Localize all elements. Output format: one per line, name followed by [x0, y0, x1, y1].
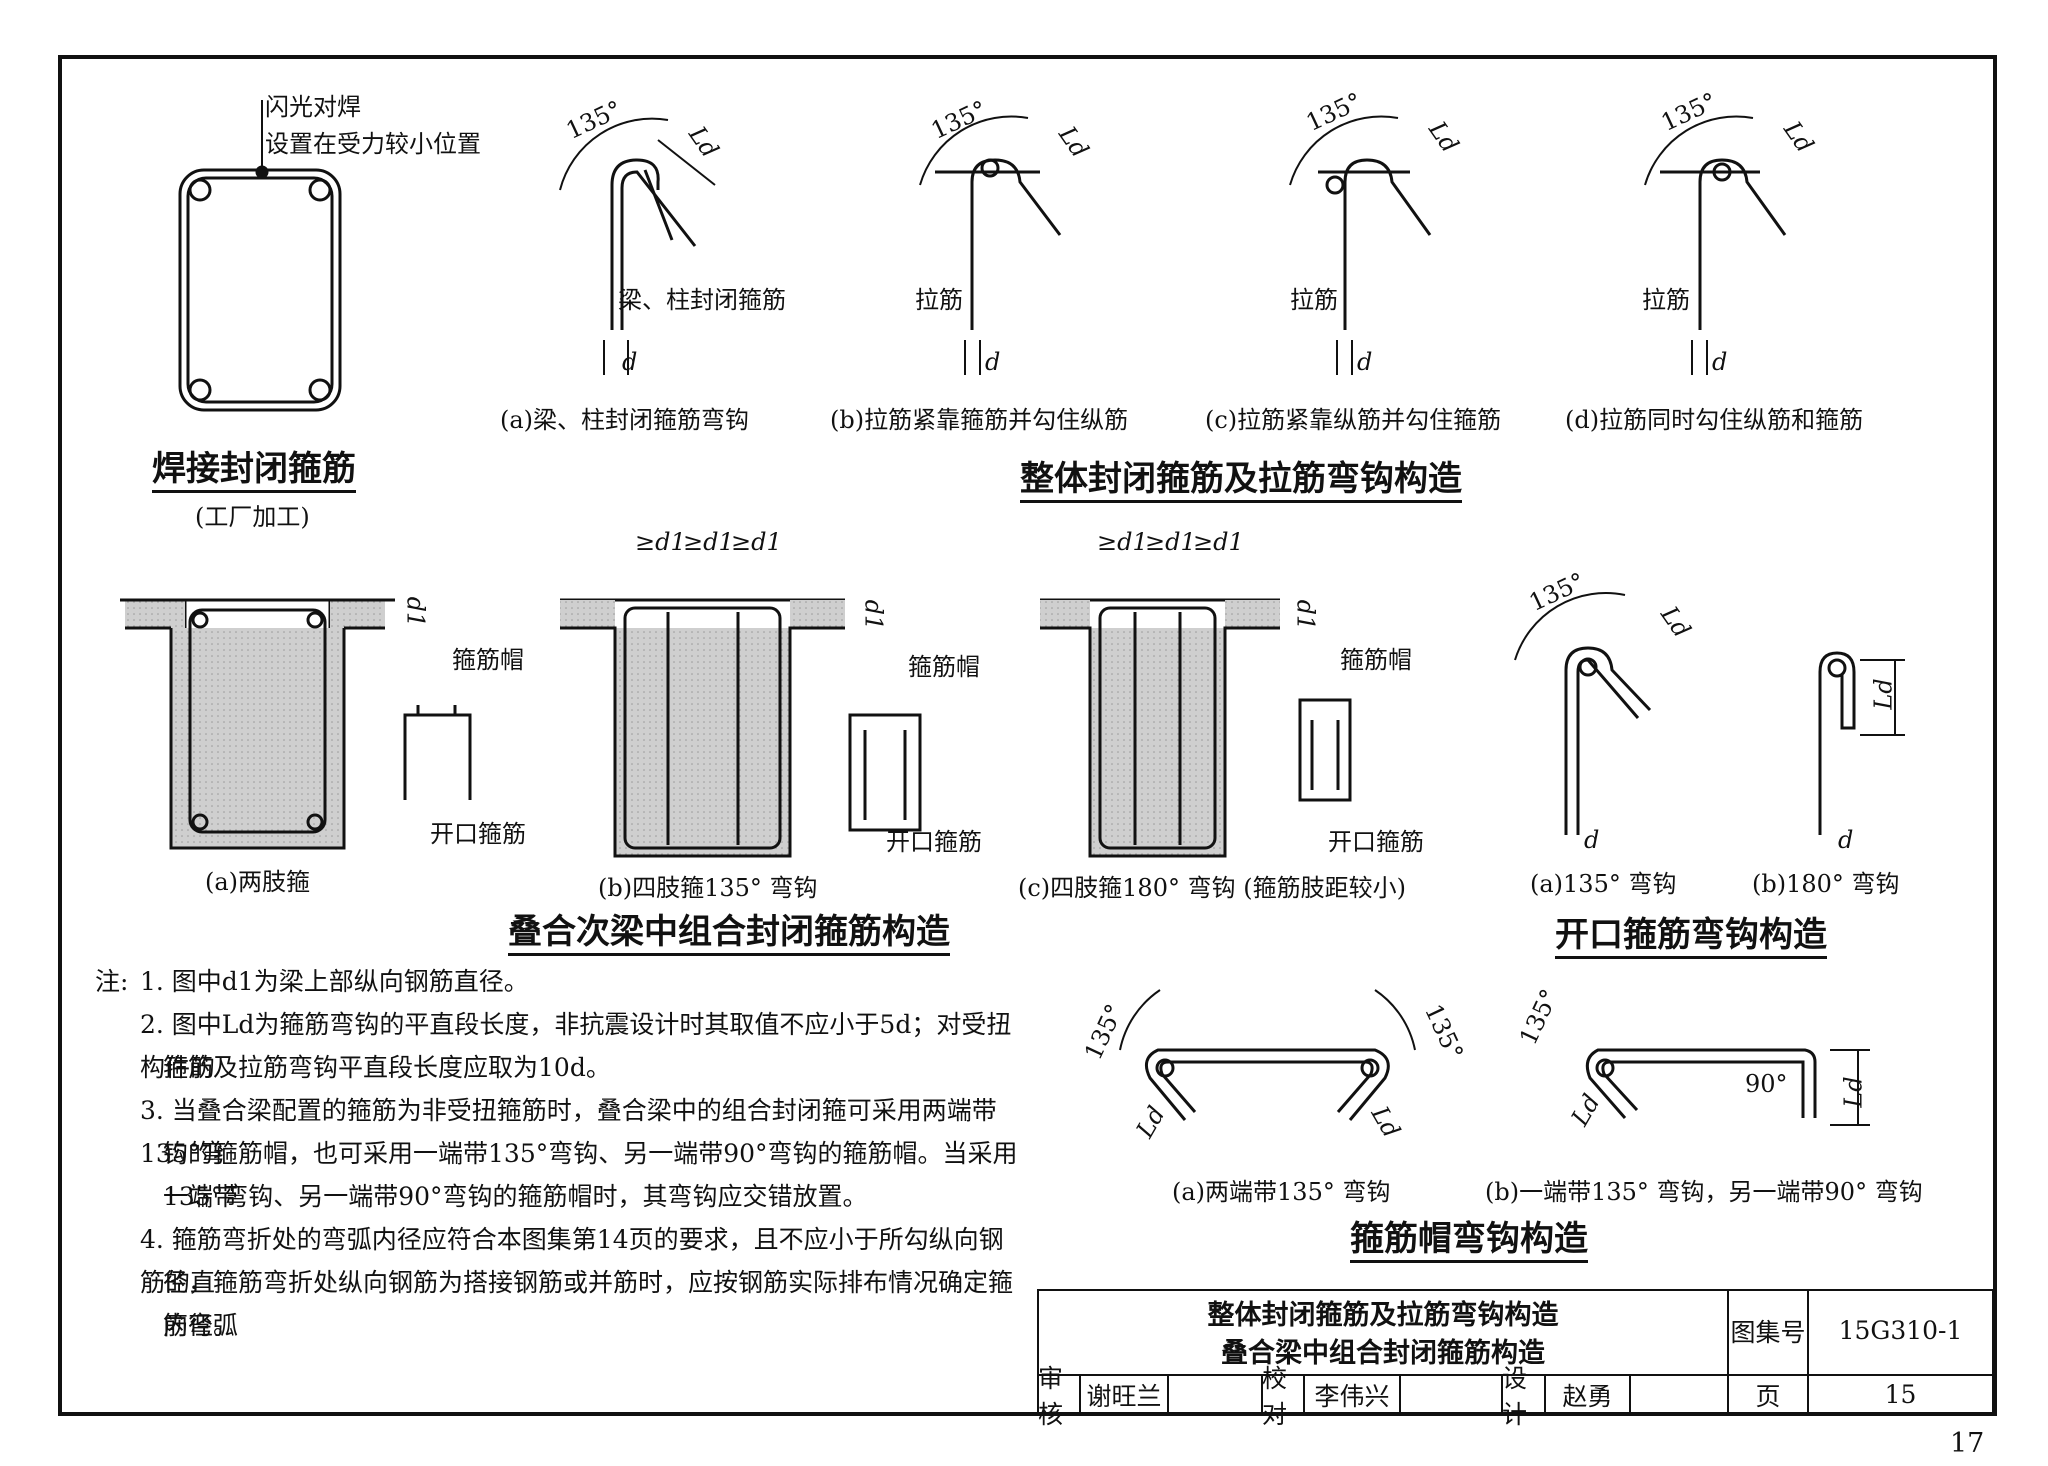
- tie-label-b: 拉筋: [915, 286, 963, 314]
- integral-caption-a: (a)梁、柱封闭箍筋弯钩: [500, 406, 750, 434]
- composite-c-figure: [1040, 598, 1352, 858]
- tb-designer: 赵勇: [1562, 1381, 1613, 1411]
- cap-hook-b: [1585, 1048, 1870, 1126]
- open-label-c: 开口箍筋: [1328, 828, 1424, 856]
- composite-b-figure: [560, 598, 922, 858]
- note-4b: 径，箍筋弯折处纵向钢筋为搭接钢筋或并筋时，应按钢筋实际排布情况确定箍筋弯弧: [163, 1268, 1014, 1340]
- d1-label-a: d1: [401, 596, 430, 628]
- tb-review-label: 审核: [1038, 1363, 1064, 1429]
- open-label-b: 开口箍筋: [886, 828, 982, 856]
- d-label-b: d: [985, 348, 1001, 376]
- notes-lead: 注:: [95, 967, 129, 996]
- composite-caption-b: (b)四肢箍135° 弯钩: [598, 874, 818, 902]
- tb-reviewer: 谢旺兰: [1086, 1381, 1162, 1411]
- note-1: 1. 图中d1为梁上部纵向钢筋直径。: [140, 967, 529, 996]
- open-d-label-a: d: [1584, 826, 1600, 854]
- ge-d1-b1: ≥d1: [635, 528, 686, 556]
- tb-checker: 李伟兴: [1314, 1381, 1390, 1411]
- open-hook-180: [1818, 651, 1905, 835]
- d1-label-c: d1: [1291, 599, 1320, 631]
- tb-design-label: 设计: [1502, 1363, 1528, 1429]
- note-4c: 内径。: [163, 1311, 239, 1340]
- ge-d1-c3: ≥d1: [1193, 528, 1244, 556]
- d-label-a: d: [622, 348, 638, 376]
- tb-check-label: 校对: [1262, 1363, 1288, 1429]
- tb-atlas-label: 图集号: [1730, 1317, 1806, 1347]
- cap-ld-b-right: Ld: [1839, 1076, 1868, 1108]
- tb-title-2: 叠合梁中组合封闭箍筋构造: [1221, 1337, 1545, 1369]
- cap-angle-90: 90°: [1745, 1070, 1788, 1098]
- ge-d1-b2: ≥d1: [683, 528, 734, 556]
- weld-note-1: 闪光对焊: [265, 93, 361, 121]
- integral-title: 整体封闭箍筋及拉筋弯钩构造: [1020, 462, 1462, 503]
- d-label-d: d: [1712, 348, 1728, 376]
- ge-d1-c1: ≥d1: [1097, 528, 1148, 556]
- composite-a-figure: [120, 598, 472, 850]
- welded-subtitle: (工厂加工): [195, 503, 310, 531]
- note-3b: 钩的箍筋帽，也可采用一端带135°弯钩、另一端带90°弯钩的箍筋帽。当采用一端带: [163, 1139, 1018, 1211]
- open-hook-135: [1514, 592, 1652, 835]
- cap-label-b: 箍筋帽: [908, 653, 980, 681]
- integral-caption-b: (b)拉筋紧靠箍筋并勾住纵筋: [830, 406, 1129, 434]
- d-label-c: d: [1357, 348, 1373, 376]
- stirrup-label-a: 梁、柱封闭箍筋: [618, 286, 786, 314]
- ge-d1-b3: ≥d1: [731, 528, 782, 556]
- note-4a: 4. 箍筋弯折处的弯弧内径应符合本图集第14页的要求，且不应小于所勾纵向钢筋的直: [140, 1225, 1004, 1297]
- open-ld-label-b: Ld: [1869, 678, 1898, 710]
- cap-label-a: 箍筋帽: [452, 646, 524, 674]
- cap-caption-b: (b)一端带135° 弯钩，另一端带90° 弯钩: [1485, 1178, 1923, 1206]
- note-2a: 2. 图中Ld为箍筋弯钩的平直段长度，非抗震设计时其取值不应小于5d；对受扭构件…: [140, 1010, 1012, 1082]
- ge-d1-c2: ≥d1: [1145, 528, 1196, 556]
- sheet-border: [58, 55, 1997, 1416]
- open-caption-b: (b)180° 弯钩: [1752, 870, 1900, 898]
- open-label-a: 开口箍筋: [430, 820, 526, 848]
- note-3a: 3. 当叠合梁配置的箍筋为非受扭箍筋时，叠合梁中的组合封闭箍可采用两端带135°…: [140, 1096, 997, 1168]
- open-hook-title: 开口箍筋弯钩构造: [1555, 918, 1827, 959]
- d1-label-b: d1: [859, 599, 888, 631]
- tb-atlas-no: 15G310-1: [1838, 1316, 1963, 1345]
- cap-hook-a: [1119, 989, 1416, 1121]
- cap-label-c: 箍筋帽: [1340, 646, 1412, 674]
- integral-caption-c: (c)拉筋紧靠纵筋并勾住箍筋: [1205, 406, 1502, 434]
- integral-hook-a: [559, 117, 716, 375]
- welded-stirrup-figure: [178, 100, 342, 412]
- open-caption-a: (a)135° 弯钩: [1530, 870, 1677, 898]
- open-d-label-b: d: [1838, 826, 1854, 854]
- tb-reviewer-signature: [1168, 1375, 1262, 1414]
- page-number: 17: [1950, 1428, 1985, 1459]
- note-3c: 135°弯钩、另一端带90°弯钩的箍筋帽时，其弯钩应交错放置。: [163, 1182, 868, 1211]
- composite-title: 叠合次梁中组合封闭箍筋构造: [508, 915, 950, 956]
- note-2b: 箍筋及拉筋弯钩平直段长度应取为10d。: [163, 1053, 611, 1082]
- tie-label-d: 拉筋: [1642, 286, 1690, 314]
- weld-note-2: 设置在受力较小位置: [265, 130, 481, 158]
- cap-hook-title: 箍筋帽弯钩构造: [1350, 1222, 1588, 1263]
- integral-hook-b: [919, 115, 1062, 375]
- tb-page-label: 页: [1755, 1381, 1781, 1411]
- composite-caption-c: (c)四肢箍180° 弯钩 (箍筋肢距较小): [1018, 874, 1406, 902]
- integral-caption-d: (d)拉筋同时勾住纵筋和箍筋: [1565, 406, 1864, 434]
- cap-caption-a: (a)两端带135° 弯钩: [1172, 1178, 1391, 1206]
- tb-title-1: 整体封闭箍筋及拉筋弯钩构造: [1207, 1299, 1559, 1331]
- title-block-grid: [1037, 1289, 1994, 1415]
- composite-caption-a: (a)两肢箍: [205, 868, 311, 896]
- welded-title: 焊接封闭箍筋: [152, 452, 356, 493]
- tb-page-no: 15: [1884, 1380, 1917, 1409]
- integral-hook-c: [1289, 115, 1432, 375]
- integral-hook-d: [1644, 115, 1787, 375]
- tie-label-c: 拉筋: [1290, 286, 1338, 314]
- title-block: 整体封闭箍筋及拉筋弯钩构造 叠合梁中组合封闭箍筋构造 图集号 15G310-1 …: [1038, 1288, 1993, 1429]
